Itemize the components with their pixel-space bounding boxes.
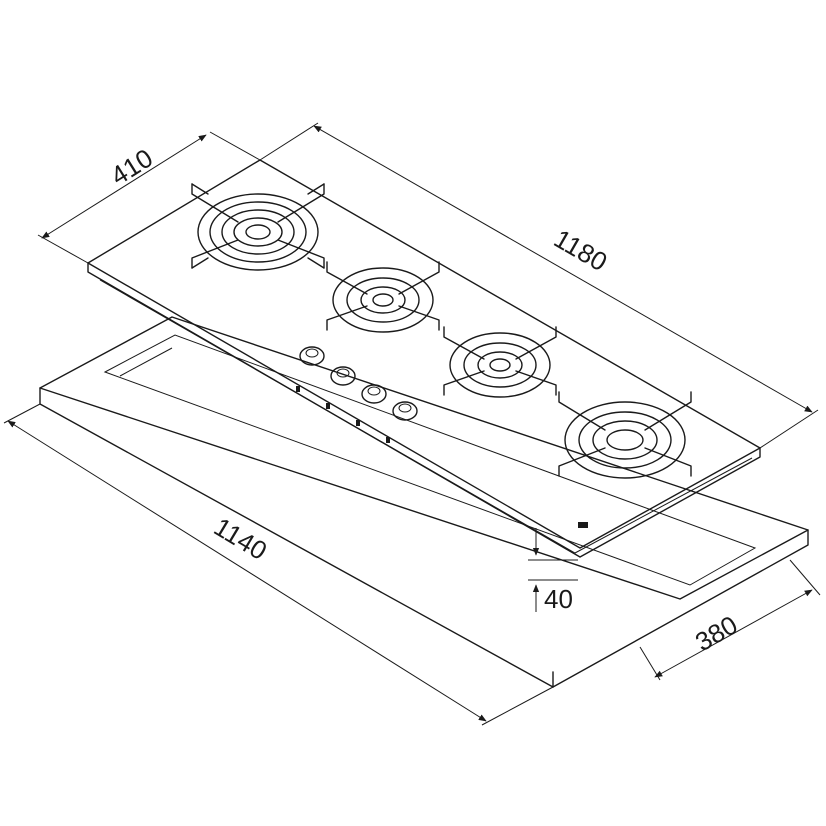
burner-1 [191, 183, 325, 271]
dimension-width-top: 1180 [259, 122, 819, 449]
dimension-label-380: 380 [690, 610, 743, 658]
burner-4 [558, 391, 692, 479]
knob-1 [299, 346, 325, 366]
knob-2 [330, 366, 356, 386]
control-knobs [296, 346, 418, 443]
dimension-height: 40 [528, 528, 578, 614]
dimension-label-1140: 1140 [209, 511, 272, 566]
brand-logo-mark [578, 522, 588, 528]
burner-3 [443, 326, 557, 398]
dimension-label-410: 410 [105, 143, 158, 191]
knob-3 [361, 384, 387, 404]
burner-2 [326, 261, 440, 333]
dimension-width-cutout: 1140 [3, 403, 554, 726]
knob-4 [392, 401, 418, 421]
dimension-depth-cutout: 380 [639, 559, 821, 681]
dimension-label-40: 40 [544, 584, 573, 614]
hob-glass-plate [87, 159, 761, 558]
dimension-label-1180: 1180 [549, 223, 612, 277]
